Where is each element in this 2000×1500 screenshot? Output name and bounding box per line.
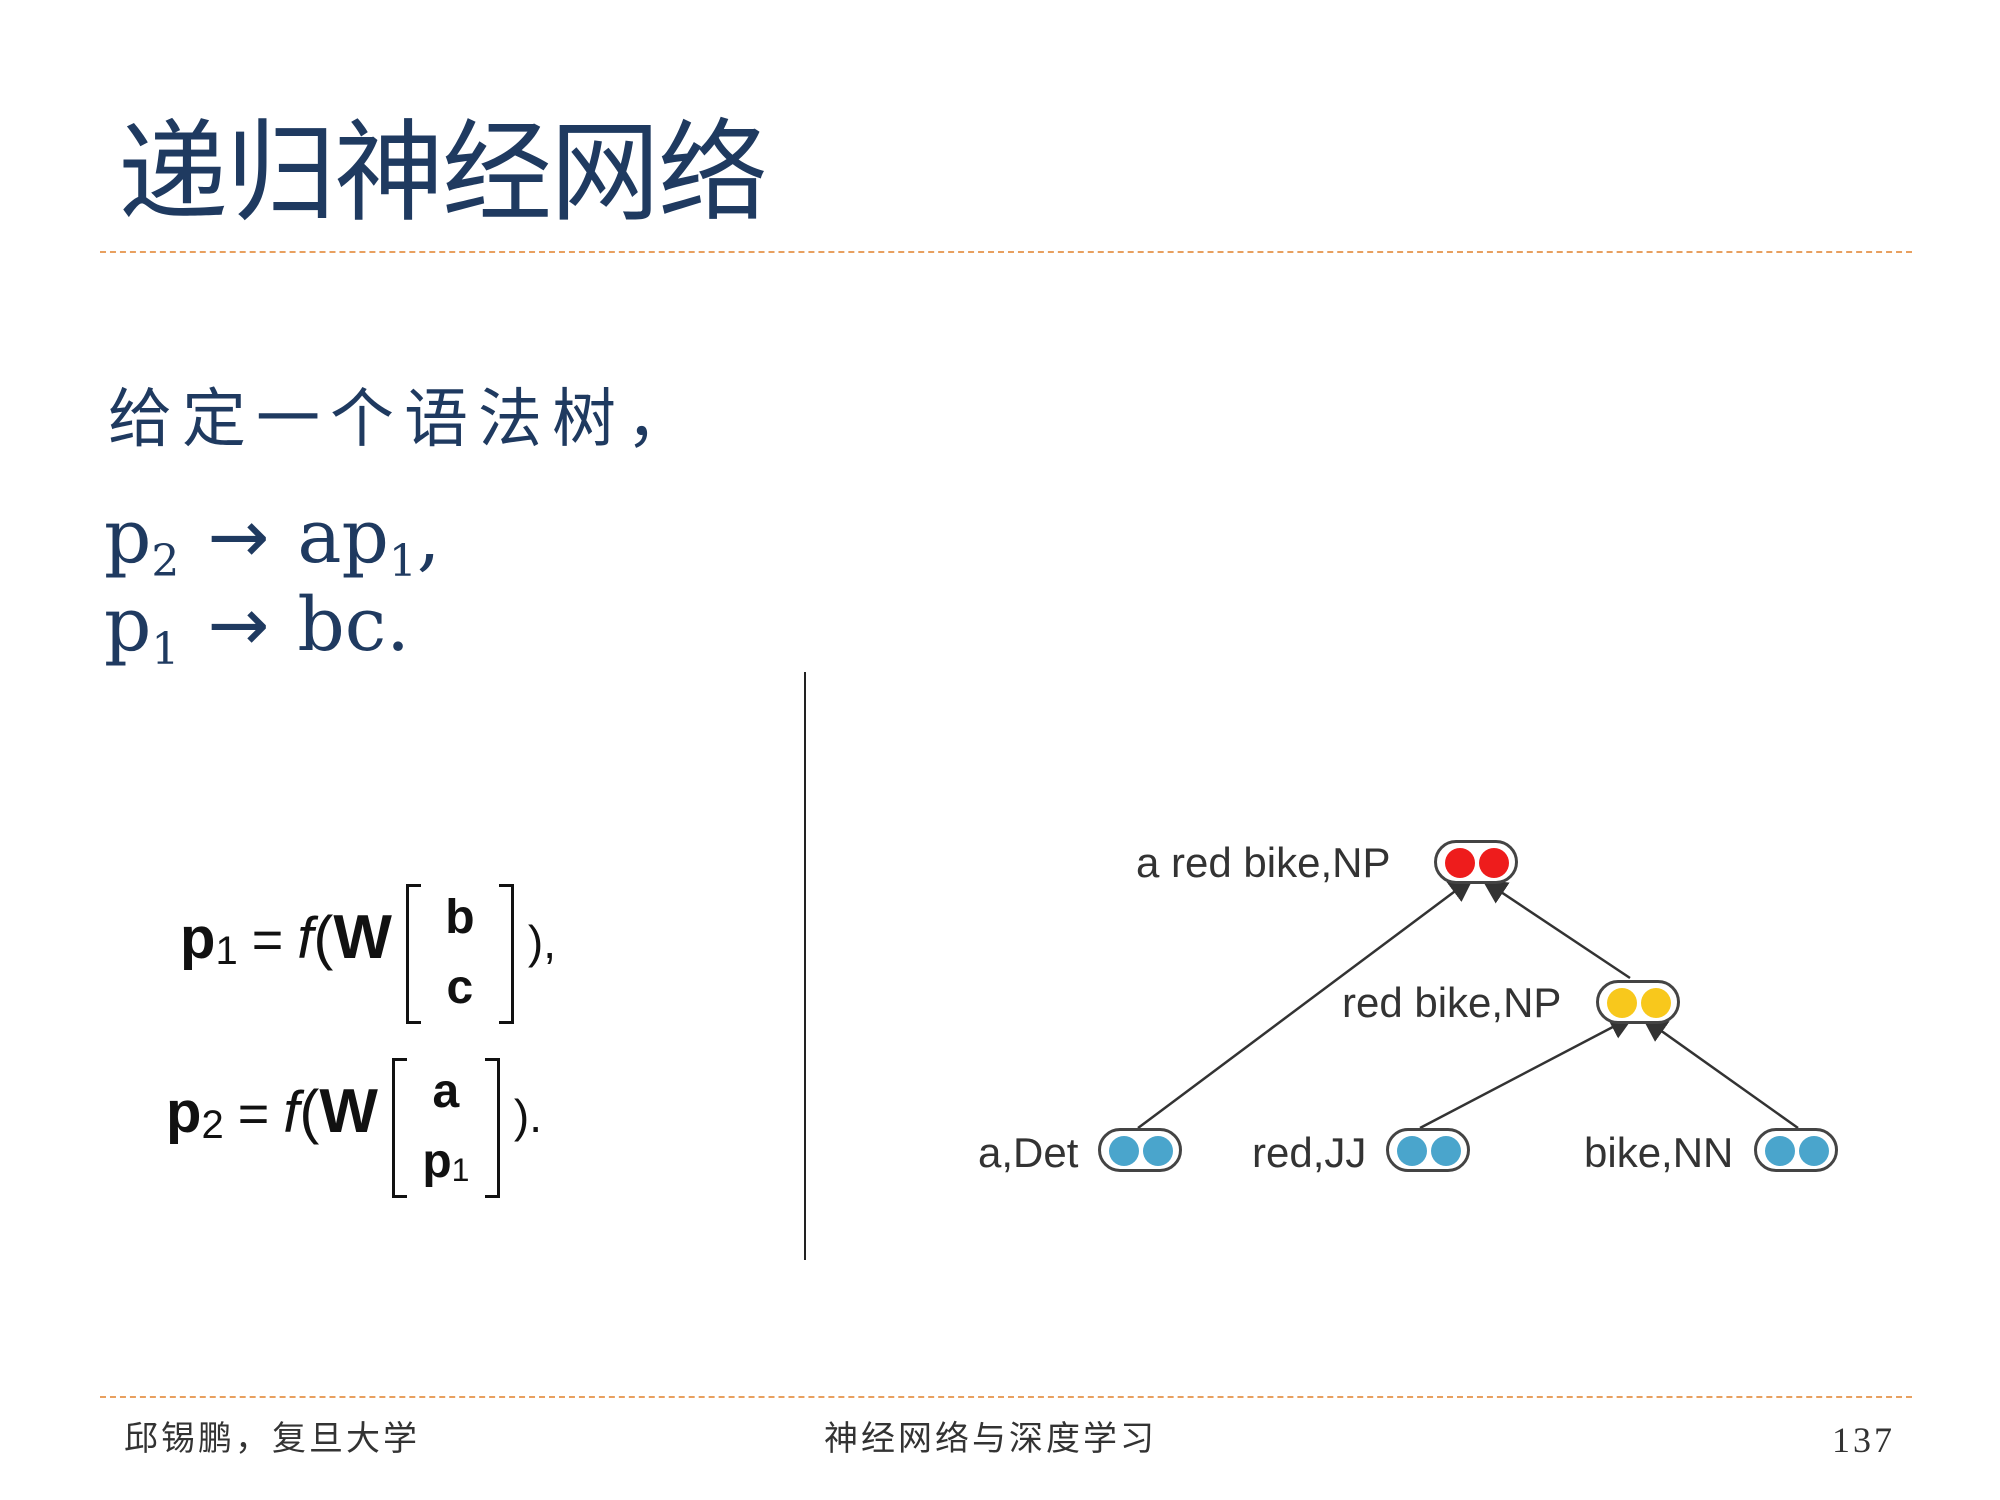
tree-leaf-a-vector: [1098, 1128, 1182, 1172]
eq-equals: =: [251, 910, 284, 971]
tree-leaf-a-label: a,Det: [978, 1129, 1079, 1176]
vector-unit-dot: [1641, 988, 1671, 1018]
tree-node-mid-label: red bike,NP: [1342, 979, 1562, 1026]
right-arrow-icon: →: [207, 582, 270, 668]
edge-red-mid: [1419, 1015, 1635, 1130]
page-number: 137: [1832, 1420, 1895, 1460]
rule-rhs-end: ,: [416, 494, 441, 580]
title-divider: [100, 251, 1912, 253]
eq-equals: =: [237, 1084, 270, 1145]
edge-a-root: [1137, 877, 1475, 1130]
eq-vector: b c: [405, 884, 514, 1024]
rule-rhs: ap: [297, 494, 389, 580]
eq-weight-matrix: W: [333, 903, 392, 973]
rule-lhs: p: [104, 582, 152, 668]
equation-p2: p2=f(W a p1 ).: [166, 1058, 542, 1198]
vector-unit-dot: [1799, 1136, 1829, 1166]
eq-close: ),: [527, 916, 556, 969]
eq-open-paren: (: [299, 1078, 320, 1146]
intro-text: 给定一个语法树，: [108, 383, 700, 457]
slide-title: 递归神经网络: [118, 109, 768, 237]
edge-bike-mid: [1641, 1017, 1799, 1130]
vector-unit-dot: [1445, 848, 1475, 878]
vector-top: a: [432, 1065, 460, 1118]
vector-unit-dot: [1143, 1136, 1173, 1166]
eq-vector: a p1: [391, 1058, 500, 1198]
vector-bottom: p1: [422, 1135, 470, 1188]
footer-divider: [100, 1396, 1912, 1398]
tree-leaf-red-label: red,JJ: [1252, 1129, 1367, 1176]
vector-top: b: [445, 891, 475, 944]
vector-unit-dot: [1109, 1136, 1139, 1166]
vector-unit-dot: [1607, 988, 1637, 1018]
eq-function: f: [297, 906, 314, 972]
tree-leaf-red-vector: [1386, 1128, 1470, 1172]
edge-mid-root: [1481, 879, 1631, 980]
column-divider: [804, 672, 806, 1260]
eq-weight-matrix: W: [319, 1077, 378, 1147]
footer-course: 神经网络与深度学习: [824, 1419, 1157, 1459]
rule-lhs-sub: 1: [151, 624, 180, 675]
vector-unit-dot: [1479, 848, 1509, 878]
grammar-rule-2: p1→bc.: [104, 588, 410, 672]
vector-bottom: c: [446, 961, 474, 1014]
eq-lhs: p2: [166, 1080, 224, 1148]
rule-rhs-sub: 1: [388, 536, 417, 587]
tree-node-root-label: a red bike,NP: [1136, 839, 1391, 886]
eq-lhs: p1: [180, 906, 238, 974]
tree-node-mid-vector: [1596, 980, 1680, 1024]
grammar-rule-1: p2→ap1,: [104, 500, 440, 584]
rule-rhs: bc.: [297, 582, 410, 668]
tree-leaf-bike-label: bike,NN: [1584, 1129, 1734, 1176]
tree-leaf-bike-vector: [1754, 1128, 1838, 1172]
equation-p1: p1=f(W b c ),: [180, 884, 556, 1024]
eq-function: f: [283, 1080, 300, 1146]
eq-close: ).: [513, 1090, 542, 1143]
vector-unit-dot: [1431, 1136, 1461, 1166]
rule-lhs: p: [104, 494, 152, 580]
eq-open-paren: (: [313, 904, 334, 972]
footer-author: 邱锡鹏，复旦大学: [124, 1419, 420, 1459]
rule-lhs-sub: 2: [151, 536, 180, 587]
right-arrow-icon: →: [207, 494, 270, 580]
vector-unit-dot: [1397, 1136, 1427, 1166]
tree-node-root-vector: [1434, 840, 1518, 884]
vector-unit-dot: [1765, 1136, 1795, 1166]
